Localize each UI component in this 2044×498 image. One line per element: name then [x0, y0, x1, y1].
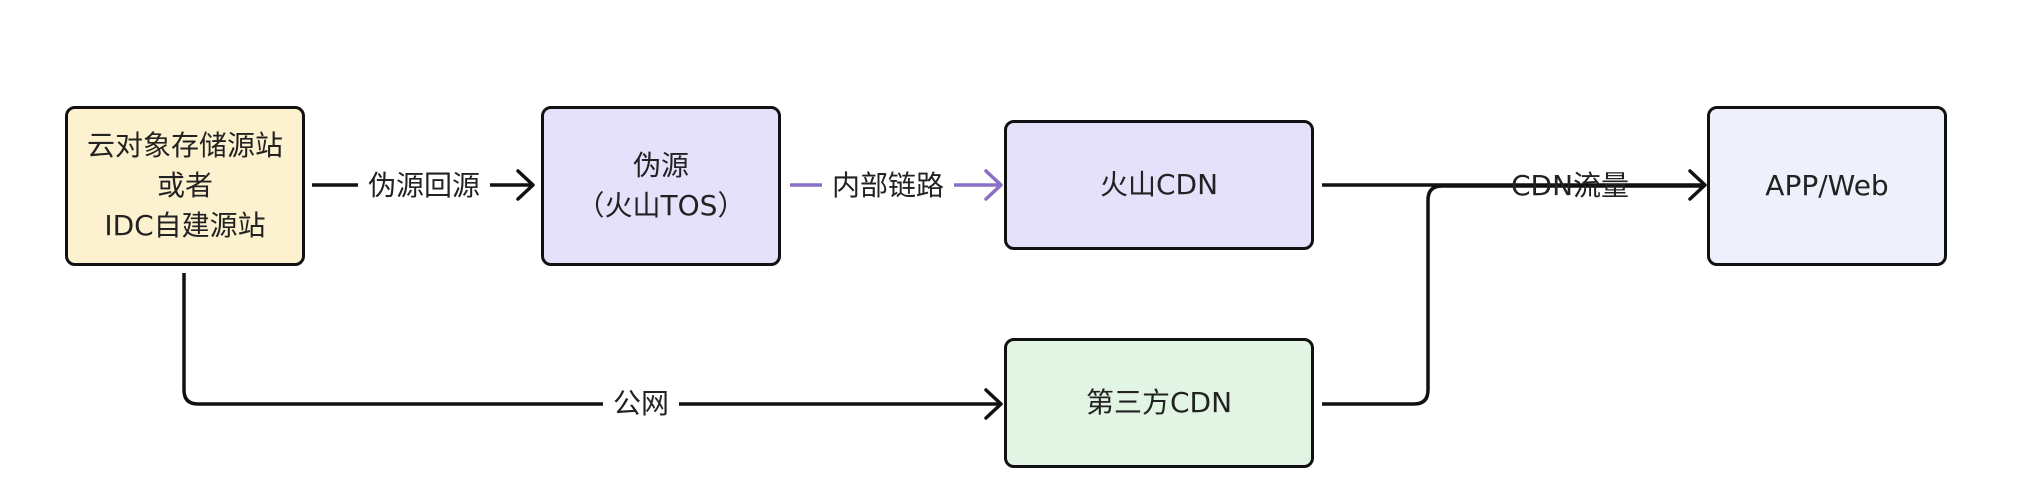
volc-cdn-box: 火山CDN — [1004, 120, 1314, 250]
arrowhead-third — [984, 388, 1003, 420]
label-cdn-traffic: CDN流量 — [1510, 169, 1630, 202]
edge-third-to-client — [1322, 184, 1704, 406]
app-web-label: APP/Web — [1765, 169, 1889, 202]
label-internal-link: 内部链路 — [821, 164, 955, 204]
arrowhead-volc — [984, 169, 1003, 201]
pseudo-origin-line-1: 伪源 — [632, 149, 689, 182]
third-party-cdn-label: 第三方CDN — [1085, 386, 1233, 419]
arrowhead-client — [1688, 169, 1707, 201]
pseudo-origin-line-2: （火山TOS） — [576, 189, 746, 222]
label-back-to-origin: 伪源回源 — [357, 164, 491, 204]
app-web-client-box: APP/Web — [1707, 106, 1947, 266]
label-public-network: 公网 — [602, 382, 680, 422]
origin-line-2: 或者 — [156, 169, 213, 202]
edge-origin-to-third — [182, 273, 1000, 406]
origin-line-3: IDC自建源站 — [104, 209, 266, 242]
origin-server-box: 云对象存储源站 或者 IDC自建源站 — [65, 106, 305, 266]
third-party-cdn-box: 第三方CDN — [1004, 338, 1314, 468]
origin-line-1: 云对象存储源站 — [86, 129, 283, 162]
arrowhead-pseudo — [516, 169, 535, 201]
pseudo-origin-box: 伪源 （火山TOS） — [541, 106, 781, 266]
volc-cdn-label: 火山CDN — [1099, 168, 1219, 201]
